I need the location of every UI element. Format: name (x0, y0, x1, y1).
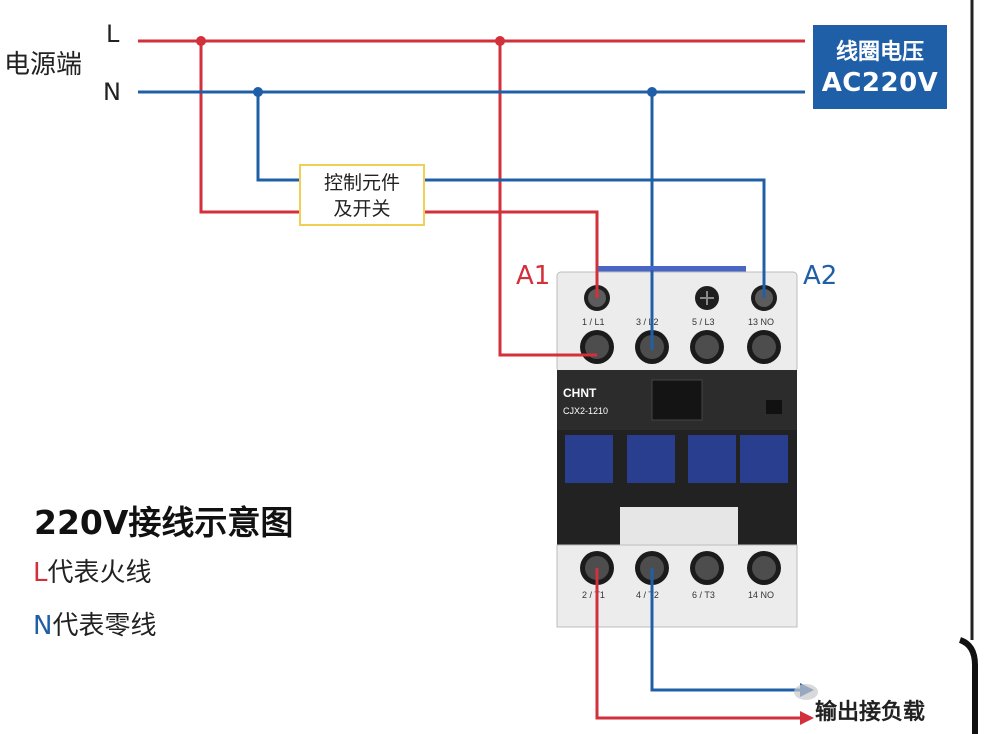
coil-voltage-title: 线圈电压 (835, 40, 924, 65)
control-to-a2 (425, 178, 766, 296)
blue-block-4 (740, 435, 788, 483)
junction-live-2 (495, 36, 505, 46)
bottom-terminal-label: 2 / T1 (582, 590, 605, 600)
mid-screw-cross (700, 291, 714, 305)
control-switch-box: 控制元件 及开关 (299, 164, 425, 226)
top-terminal-label: 1 / L1 (582, 317, 605, 327)
watermark-mark (794, 684, 818, 700)
live-line-label: L (106, 20, 120, 48)
bottom-terminal-label: 6 / T3 (692, 590, 715, 600)
control-label-line2: 及开关 (333, 198, 391, 220)
junction-live-1 (196, 36, 206, 46)
bottom-terminal-label: 14 NO (748, 590, 774, 600)
blue-block-1 (565, 435, 613, 483)
body-rivet (766, 400, 782, 414)
legend-neutral-letter: N (33, 611, 53, 641)
white-slot (620, 507, 738, 547)
junction-neutral-2 (647, 87, 657, 97)
coil-voltage-value: AC220V (821, 68, 939, 98)
a2-terminal-label: A2 (803, 261, 838, 291)
blue-block-3 (688, 435, 736, 483)
power-source-label: 电源端 (4, 50, 83, 80)
model-number: CJX2-1210 (563, 406, 608, 416)
contactor: 1 / L1 3 / L2 5 / L3 13 NO CHNT CJX2-121… (556, 266, 798, 628)
control-to-a1 (425, 210, 599, 296)
frame-edge (970, 0, 988, 734)
neutral-to-control (256, 92, 299, 182)
armature-window (651, 379, 703, 421)
bottom-terminal-label: 4 / T2 (636, 590, 659, 600)
control-label-line1: 控制元件 (323, 172, 400, 194)
neutral-wires (138, 90, 805, 692)
frame-corner (958, 637, 978, 734)
a1-terminal-label: A1 (516, 261, 551, 291)
live-to-control (199, 41, 299, 214)
neutral-line-label: N (103, 78, 121, 106)
output-arrow-red (800, 711, 814, 725)
coil-voltage-box: 线圈电压 AC220V (813, 25, 947, 109)
top-terminal-label: 5 / L3 (692, 317, 715, 327)
output-load-label: 输出接负载 (815, 700, 926, 725)
legend-live-letter: L (33, 558, 48, 588)
legend-neutral: N代表零线 (33, 605, 156, 642)
junction-neutral-1 (253, 87, 263, 97)
top-terminal-label: 13 NO (748, 317, 774, 327)
blue-block-2 (627, 435, 675, 483)
legend-live: L代表火线 (33, 552, 152, 589)
top-terminal-label: 3 / L2 (636, 317, 659, 327)
brand-logo: CHNT (563, 386, 597, 400)
legend-neutral-text: 代表零线 (52, 611, 157, 641)
legend-live-text: 代表火线 (47, 558, 152, 588)
diagram-title: 220V接线示意图 (34, 503, 294, 542)
top-screws (580, 330, 781, 364)
